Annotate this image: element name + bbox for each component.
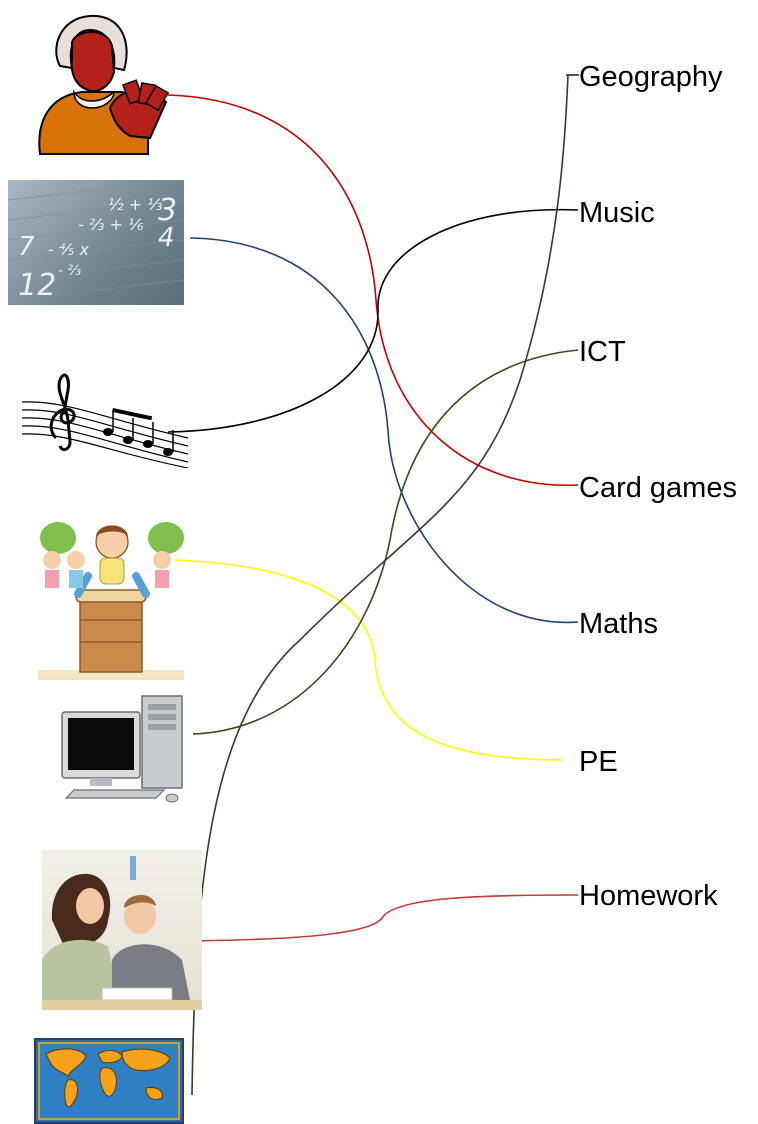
svg-text:7: 7 (18, 232, 35, 262)
svg-text:- ⅔: - ⅔ (58, 263, 82, 279)
svg-text:12: 12 (18, 268, 56, 303)
world-map-icon (34, 1038, 184, 1124)
word-homework: Homework (579, 880, 718, 912)
homework-photo-icon (42, 850, 202, 1010)
word-maths: Maths (579, 608, 658, 640)
line-ict (192, 349, 579, 735)
svg-text:4: 4 (158, 223, 175, 253)
word-geography: Geography (579, 61, 723, 93)
line-homework (177, 894, 579, 942)
svg-text:- ⅔ + ⅙: - ⅔ + ⅙ (78, 215, 144, 234)
word-ict: ICT (579, 336, 626, 368)
music-staff-icon (18, 360, 198, 468)
computer-icon (60, 694, 186, 808)
line-geography (191, 74, 578, 1096)
word-pe: PE (579, 746, 618, 778)
card-player-icon (30, 8, 170, 156)
word-card-games: Card games (579, 472, 737, 504)
word-music: Music (579, 197, 655, 229)
vaulting-children-icon (38, 520, 184, 680)
line-maths (189, 237, 579, 624)
maths-chalkboard-icon: 3 4 ½ + ⅓ - ⅔ + ⅙ 7 - ⅘ x 12 - ⅔ (8, 180, 184, 305)
line-music (167, 208, 579, 433)
svg-text:- ⅘ x: - ⅘ x (48, 240, 89, 259)
line-pe (174, 559, 564, 761)
svg-text:½ + ⅓: ½ + ⅓ (108, 195, 163, 214)
line-card-games (167, 94, 579, 486)
svg-text:3: 3 (158, 193, 177, 228)
